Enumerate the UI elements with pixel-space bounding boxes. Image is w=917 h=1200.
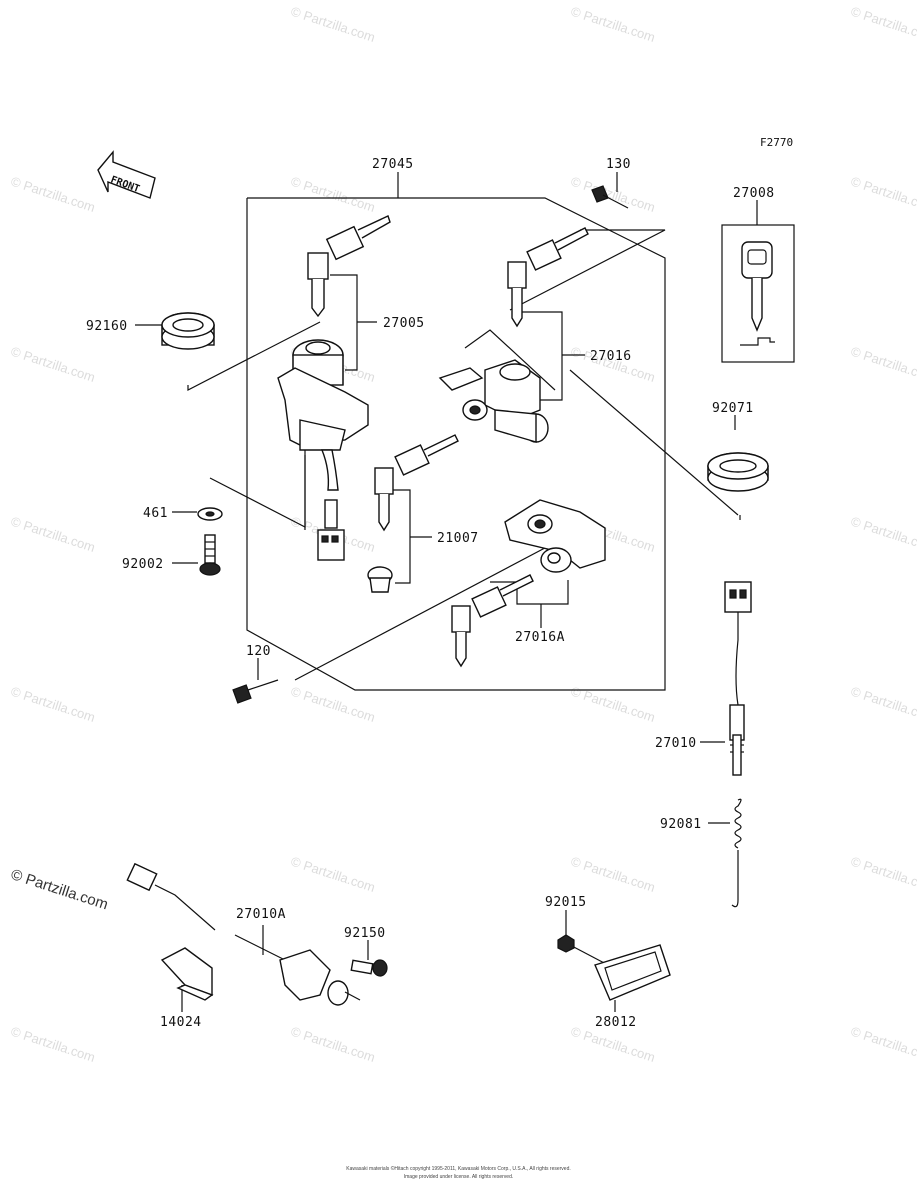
key-blank-27008	[721, 224, 795, 363]
grommet-92160	[161, 312, 215, 350]
bolt-130	[591, 185, 629, 209]
watermark: © Partzilla.com	[9, 1024, 97, 1065]
watermark: © Partzilla.com	[289, 174, 377, 215]
key-set-27005	[307, 215, 391, 318]
front-arrow-icon: FRONT	[97, 150, 156, 199]
bolt-120	[232, 679, 279, 704]
watermark: © Partzilla.com	[849, 344, 917, 385]
watermark: © Partzilla.com	[9, 514, 97, 555]
label-461: 461	[143, 506, 168, 521]
watermark: © Partzilla.com	[569, 174, 657, 215]
watermark: © Partzilla.com	[9, 344, 97, 385]
label-92150: 92150	[344, 926, 386, 941]
label-120: 120	[246, 644, 271, 659]
plate-28012	[594, 944, 671, 1001]
holder-14024	[160, 947, 214, 1001]
seat-lock-27016A	[504, 499, 606, 573]
steering-lock	[438, 359, 549, 443]
key-set-21007	[374, 434, 459, 532]
label-130: 130	[606, 157, 631, 172]
label-92081: 92081	[660, 817, 702, 832]
figure-id: F2770	[760, 136, 794, 149]
label-92160: 92160	[86, 319, 128, 334]
label-27016A: 27016A	[515, 630, 565, 645]
label-21007: 21007	[437, 531, 479, 546]
label-92071: 92071	[712, 401, 754, 416]
watermark: © Partzilla.com	[9, 684, 97, 725]
cap-lock	[367, 566, 393, 593]
label-27008: 27008	[733, 186, 775, 201]
watermark: © Partzilla.com	[849, 1024, 917, 1065]
watermark: © Partzilla.com	[849, 684, 917, 725]
label-27005: 27005	[383, 316, 425, 331]
washer-461	[197, 507, 223, 521]
label-92015: 92015	[545, 895, 587, 910]
leader-lines	[135, 172, 758, 1012]
label-27016: 27016	[590, 349, 632, 364]
watermark: © Partzilla.com	[849, 4, 917, 45]
watermark: © Partzilla.com	[289, 854, 377, 895]
footer-line-2: Image provided under license. All rights…	[403, 1174, 514, 1180]
label-27045: 27045	[372, 157, 414, 172]
grommet-92071	[707, 452, 769, 492]
nut-92015	[557, 934, 575, 953]
label-92002: 92002	[122, 557, 164, 572]
footer-line-1: Kawasaki materials ©Hitach copyright 199…	[346, 1166, 571, 1172]
watermark: © Partzilla.com	[569, 4, 657, 45]
label-14024: 14024	[160, 1015, 202, 1030]
label-27010: 27010	[655, 736, 697, 751]
switch-27010	[724, 581, 752, 776]
key-set-27016	[507, 227, 589, 328]
screw-92002	[199, 534, 221, 576]
watermark: © Partzilla.com	[849, 174, 917, 215]
kit-outline-27045	[246, 172, 666, 691]
watermark: © Partzilla.com	[849, 514, 917, 555]
key-set-27016A	[451, 574, 534, 668]
part-labels: 27045 130 27008 92160 27005 27016 92071 …	[86, 157, 775, 1030]
watermark: © Partzilla.com	[849, 854, 917, 895]
watermark: © Partzilla.com	[289, 4, 377, 45]
spring-92081	[731, 798, 742, 908]
watermark: © Partzilla.com	[9, 174, 97, 215]
ignition-switch	[277, 339, 369, 561]
watermark: © Partzilla.com	[289, 1024, 377, 1065]
label-28012: 28012	[595, 1015, 637, 1030]
switch-cable-27010A	[126, 862, 388, 1006]
label-27010A: 27010A	[236, 907, 286, 922]
watermark: © Partzilla.com	[569, 854, 657, 895]
